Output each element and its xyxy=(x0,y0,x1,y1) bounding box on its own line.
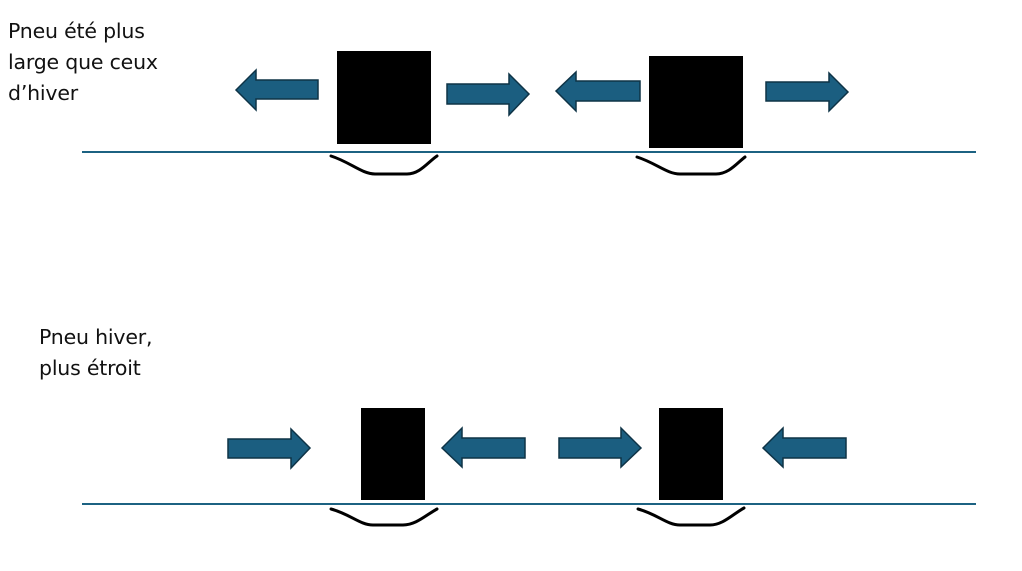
contact-patch-winter-right xyxy=(636,506,746,527)
arrow-right-icon xyxy=(227,427,312,470)
summer-tire-left xyxy=(337,51,431,144)
arrow-left-icon xyxy=(761,426,847,469)
arrow-left-icon xyxy=(234,68,319,112)
winter-tire-left xyxy=(361,408,425,500)
arrow-right-icon xyxy=(765,71,850,113)
arrow-left-icon xyxy=(440,426,526,469)
winter-tire-right xyxy=(659,408,723,500)
arrow-left-icon xyxy=(554,70,641,113)
contact-patch-summer-left xyxy=(329,154,439,176)
summer-tire-caption: Pneu été plus large que ceux d’hiver xyxy=(8,19,158,105)
arrow-right-icon xyxy=(446,72,531,117)
summer-tire-right xyxy=(649,56,743,148)
winter-tire-caption: Pneu hiver, plus étroit xyxy=(39,325,153,380)
arrow-right-icon xyxy=(558,426,643,469)
contact-patch-winter-left xyxy=(329,507,439,527)
contact-patch-summer-right xyxy=(635,155,747,176)
